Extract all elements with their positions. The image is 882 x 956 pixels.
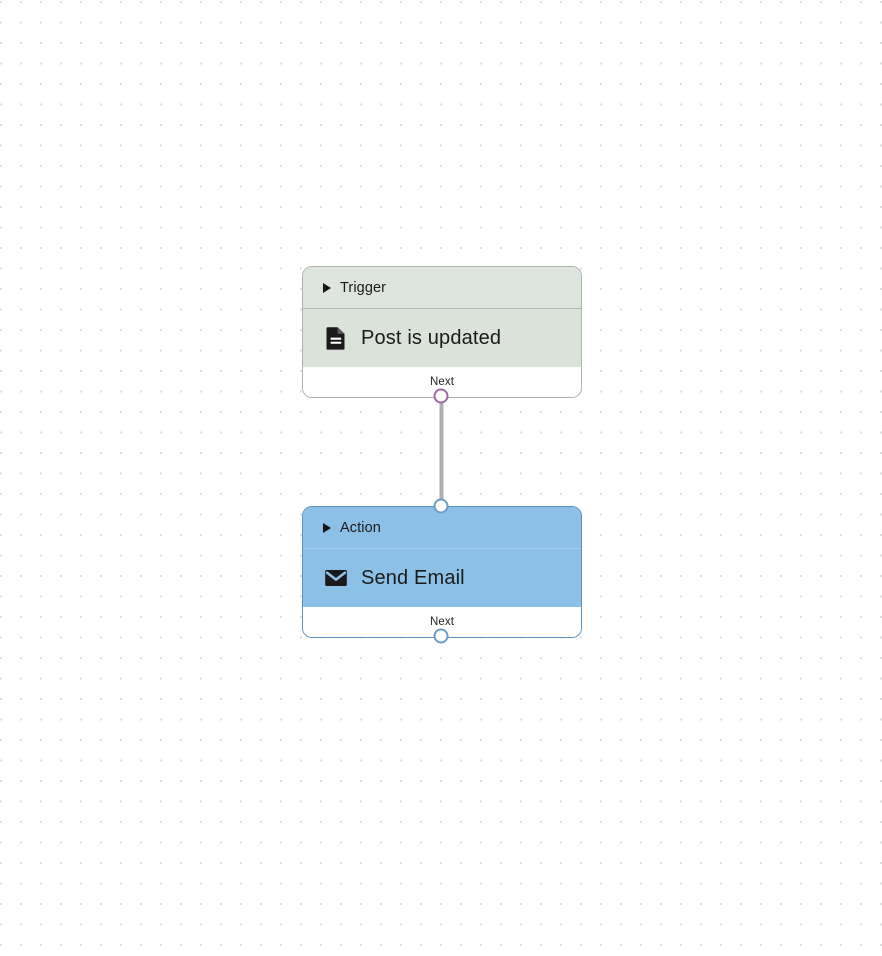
node-trigger-body[interactable]: Post is updated <box>303 309 581 367</box>
node-action-header[interactable]: Action <box>303 507 581 549</box>
node-trigger-header-label: Trigger <box>340 279 387 296</box>
node-action[interactable]: Action Send Email Next <box>302 506 582 638</box>
disclosure-triangle-icon[interactable] <box>323 282 331 293</box>
node-trigger-title: Post is updated <box>361 326 502 349</box>
disclosure-triangle-icon[interactable] <box>323 522 331 533</box>
action-output-port[interactable] <box>433 628 449 643</box>
node-trigger-footer[interactable]: Next <box>303 367 581 397</box>
action-input-port[interactable] <box>433 498 449 513</box>
node-action-footer-label: Next <box>429 616 455 628</box>
node-action-body[interactable]: Send Email <box>303 549 581 607</box>
trigger-output-port[interactable] <box>433 388 449 404</box>
envelope-icon <box>325 570 347 586</box>
document-icon <box>326 327 345 350</box>
node-trigger-footer-label: Next <box>429 376 455 388</box>
node-trigger[interactable]: Trigger Post is updated Next <box>302 266 582 398</box>
node-action-header-label: Action <box>340 519 381 536</box>
node-trigger-header[interactable]: Trigger <box>303 267 581 309</box>
node-action-title: Send Email <box>361 566 465 589</box>
